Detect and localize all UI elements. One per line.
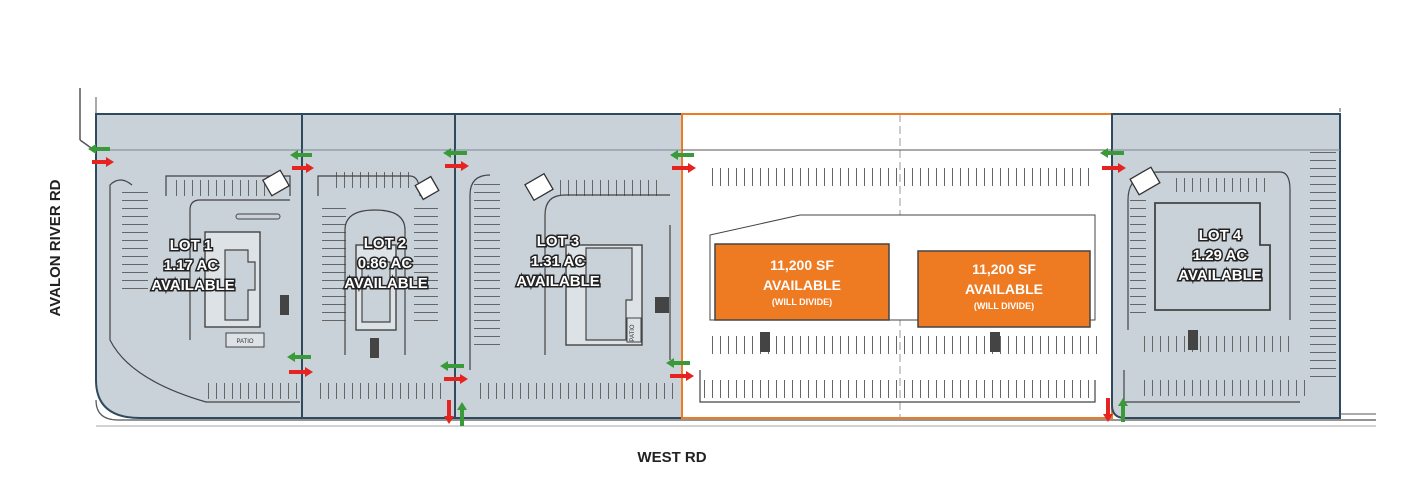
lot-4-acres: 1.29 AC <box>1193 247 1248 264</box>
avalon-river-rd-label: AVALON RIVER RD <box>47 179 64 316</box>
lot-1-name: LOT 1 <box>170 237 213 254</box>
arrow-out-icon <box>287 352 311 362</box>
lot-3-status: AVAILABLE <box>516 273 600 290</box>
patio-label-3: PATIO <box>630 324 636 341</box>
lot-2-name: LOT 2 <box>364 235 407 252</box>
lot-3-acres: 1.31 AC <box>531 253 586 270</box>
building-2[interactable]: 11,200 SF AVAILABLE (WILL DIVIDE) <box>917 250 1091 328</box>
lot-1-status: AVAILABLE <box>151 277 235 294</box>
patio-label-1: PATIO <box>236 339 253 345</box>
arrow-in-icon <box>444 374 468 384</box>
arrow-in-icon <box>670 371 694 381</box>
arrow-out-icon <box>457 402 467 426</box>
lot-3-parcel[interactable] <box>454 113 683 419</box>
lot-4-label: LOT 4 1.29 AC AVAILABLE <box>1177 226 1264 286</box>
building-2-note: (WILL DIVIDE) <box>974 301 1034 311</box>
arrow-in-icon <box>444 400 454 424</box>
lot-3-name: LOT 3 <box>537 233 580 250</box>
building-2-status: AVAILABLE <box>965 281 1043 297</box>
west-rd-label: WEST RD <box>637 449 706 466</box>
lot-1-acres: 1.17 AC <box>164 257 219 274</box>
building-1-note: (WILL DIVIDE) <box>772 297 832 307</box>
arrow-out-icon <box>1100 148 1124 158</box>
lot-4-name: LOT 4 <box>1199 227 1242 244</box>
arrow-in-icon <box>445 161 469 171</box>
lot-2-status: AVAILABLE <box>344 275 428 292</box>
trash-enclosure-icon <box>261 169 291 197</box>
lot-3-label: LOT 3 1.31 AC AVAILABLE <box>515 232 602 292</box>
building-1-size: 11,200 SF <box>770 257 834 273</box>
arrow-in-icon <box>1102 163 1126 173</box>
lot-1-label: LOT 1 1.17 AC AVAILABLE <box>150 236 237 296</box>
building-1[interactable]: 11,200 SF AVAILABLE (WILL DIVIDE) <box>714 243 890 321</box>
arrow-out-icon <box>1118 398 1128 422</box>
arrow-in-icon <box>92 157 114 167</box>
lot-2-parcel[interactable] <box>301 113 456 419</box>
trash-enclosure-icon <box>414 175 440 201</box>
arrow-out-icon <box>666 358 690 368</box>
lot-4-status: AVAILABLE <box>1178 267 1262 284</box>
west-rd-curb <box>95 399 1376 427</box>
trash-enclosure-icon <box>1129 166 1161 196</box>
building-2-size: 11,200 SF <box>972 261 1036 277</box>
arrow-out-icon <box>440 361 464 371</box>
arrow-out-icon <box>670 150 694 160</box>
arrow-in-icon <box>672 163 696 173</box>
lot-1-parcel[interactable] <box>95 113 303 419</box>
trash-enclosure-icon <box>524 172 554 202</box>
lot-2-label: LOT 2 0.86 AC AVAILABLE <box>343 234 430 294</box>
arrow-in-icon <box>1103 398 1113 422</box>
arrow-out-icon <box>443 148 467 158</box>
building-1-status: AVAILABLE <box>763 277 841 293</box>
access-arrows <box>88 144 1128 426</box>
lot-4-parcel[interactable] <box>1111 113 1341 419</box>
arrow-in-icon <box>292 163 314 173</box>
arrow-out-icon <box>88 144 110 154</box>
lot-2-acres: 0.86 AC <box>358 255 413 272</box>
arrow-in-icon <box>289 367 313 377</box>
arrow-out-icon <box>290 150 312 160</box>
